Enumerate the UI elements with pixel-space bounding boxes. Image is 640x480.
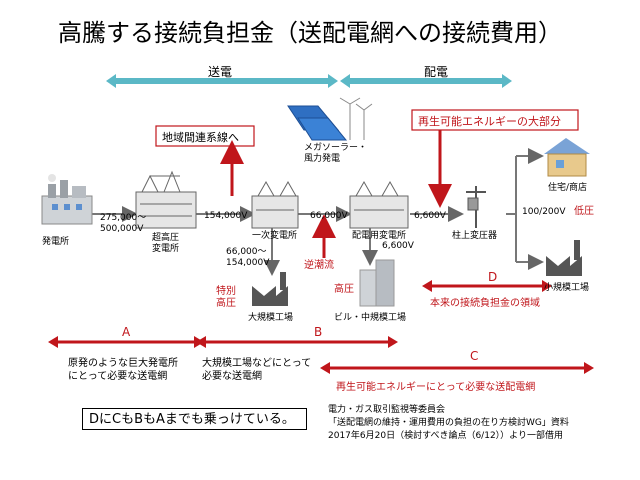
building-icon <box>359 259 395 307</box>
renewables-callout-box <box>411 109 579 131</box>
large-factory-label: 大規模工場 <box>248 311 293 323</box>
source-line-2: 「送配電網の維持・運用費用の負担の在り方検討WG」資料 <box>328 418 569 428</box>
renewables-callout-text: 再生可能エネルギーの大部分 <box>418 114 561 128</box>
large-factory-icon <box>252 272 288 306</box>
voltage-v7: 100/200V <box>522 207 566 217</box>
segment-a-desc: 原発のような巨大発電所にとって必要な送電網 <box>68 356 178 382</box>
note-box: DにCもBもAまでも乗っけている。 <box>82 408 307 430</box>
voltage-v2: 154,000V <box>204 211 248 221</box>
distribution-label: 配電 <box>424 65 448 79</box>
power-plant-label: 発電所 <box>42 235 69 247</box>
voltage-v5: 66,000〜154,000V <box>226 247 270 268</box>
reverse-flow-label: 逆潮流 <box>304 258 334 271</box>
segment-c-label: C <box>470 349 478 363</box>
pole-transformer-icon <box>466 186 486 228</box>
house-icon <box>544 138 590 177</box>
segment-c-arrow <box>320 362 594 374</box>
voltage-v3: 66,000V <box>310 211 348 221</box>
slide-title: 高騰する接続負担金（送配電網への接続費用） <box>58 19 562 47</box>
transmission-label: 送電 <box>208 64 232 79</box>
primary-substation-icon <box>251 180 299 229</box>
voltage-class-extra-high: 特別高圧 <box>216 285 236 309</box>
segment-a-label: A <box>122 325 131 339</box>
solar-wind-icon <box>287 97 373 141</box>
voltage-v1: 275,000〜500,000V <box>100 213 146 234</box>
source-line-3: 2017年6月20日（検討すべき論点（6/12））より一部借用 <box>328 431 563 441</box>
segment-d-arrow <box>422 280 552 292</box>
small-factory-icon <box>546 240 582 276</box>
segment-d-desc: 本来の接続負担金の領域 <box>430 296 540 309</box>
ultra-high-substation-label: 超高圧変電所 <box>152 231 179 254</box>
segment-b-label: B <box>314 325 322 339</box>
power-plant-icon <box>41 174 93 225</box>
voltage-class-low: 低圧 <box>574 204 594 217</box>
small-factory-label: 小規模工場 <box>544 281 589 293</box>
solar-wind-label: メガソーラー・風力発電 <box>304 142 367 164</box>
segment-d-label: D <box>488 270 497 284</box>
source-line-1: 電力・ガス取引監視等委員会 <box>328 405 446 415</box>
building-label: ビル・中規模工場 <box>334 311 406 323</box>
primary-substation-label: 一次変電所 <box>252 229 297 241</box>
segment-b-arrow <box>196 336 398 348</box>
voltage-v4: 6,600V <box>414 211 447 221</box>
distribution-substation-label: 配電用変電所 <box>352 229 406 241</box>
pole-transformer-label: 柱上変圧器 <box>452 229 497 241</box>
segment-b-desc: 大規模工場などにとって必要な送電網 <box>202 356 311 382</box>
distribution-substation-icon <box>349 180 409 229</box>
interregional-callout-text: 地域間連系線へ <box>162 130 239 144</box>
house-shop-label: 住宅/商店 <box>548 181 587 193</box>
voltage-v6: 6,600V <box>382 241 415 251</box>
ultra-high-substation-icon <box>135 170 197 229</box>
transmission-span-arrow <box>106 74 338 88</box>
voltage-class-high: 高圧 <box>334 282 354 295</box>
main-flow-lines <box>92 148 544 276</box>
distribution-span-arrow <box>340 74 512 88</box>
segment-c-desc: 再生可能エネルギーにとって必要な送配電網 <box>336 380 535 393</box>
